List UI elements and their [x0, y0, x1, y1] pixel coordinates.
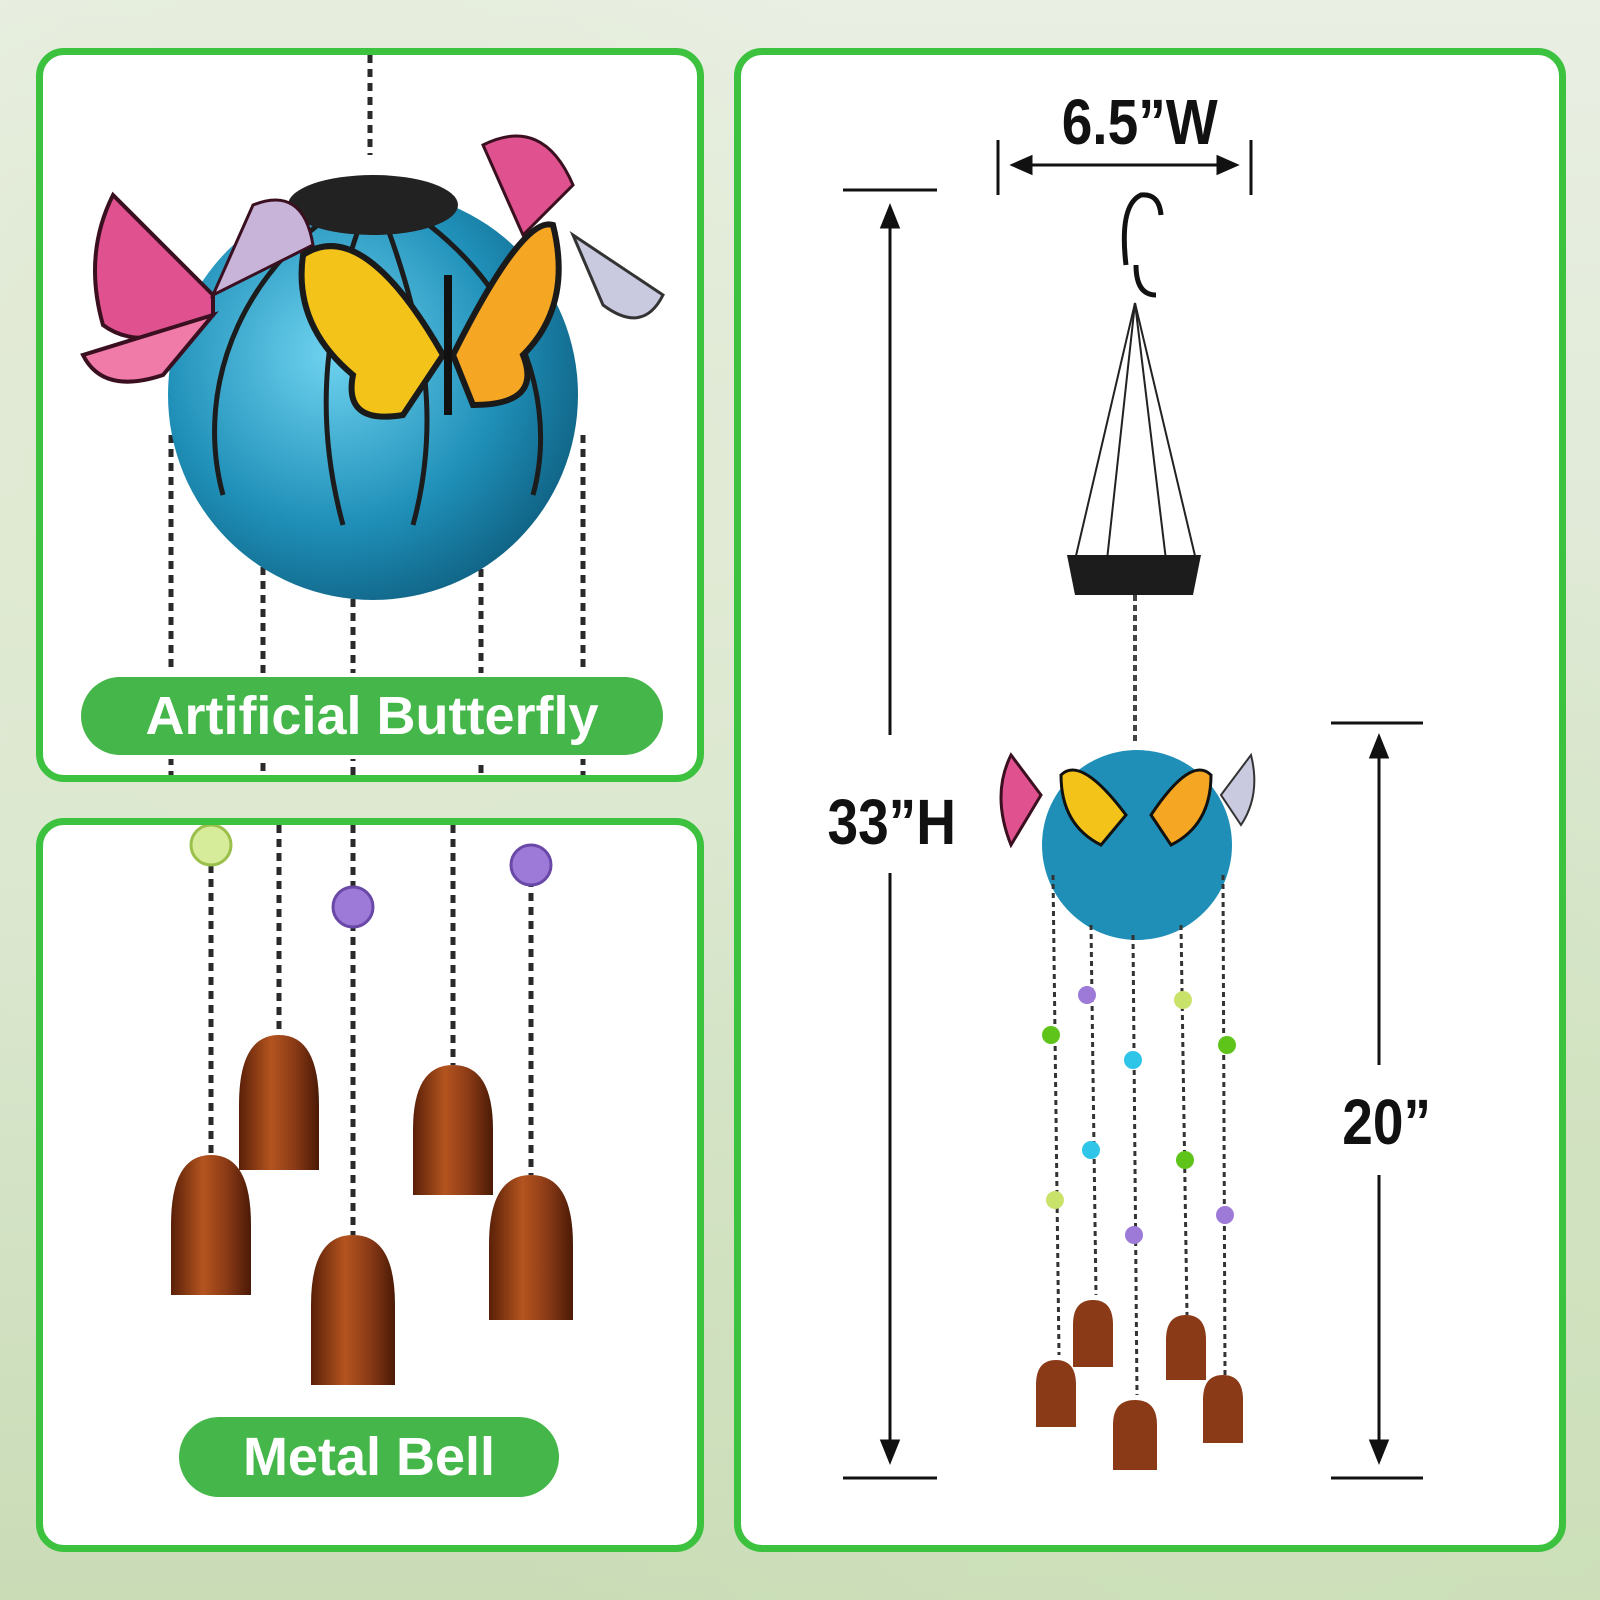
metal-bell-label: Metal Bell	[179, 1417, 559, 1497]
metal-bell	[413, 1065, 493, 1195]
pink-butterfly	[80, 191, 315, 384]
product-dimensions-panel: 6.5”W 33”H 20”	[734, 48, 1566, 1552]
metal-bells-illustration	[171, 825, 573, 1385]
beads	[1042, 986, 1236, 1244]
height-dimension-label: 33”H	[827, 786, 956, 858]
metal-bell	[489, 1175, 573, 1320]
purple-bead	[509, 843, 553, 887]
purple-bead	[331, 885, 375, 929]
bells	[1036, 1300, 1243, 1470]
butterfly-closeup-panel: Artificial Butterfly	[36, 48, 704, 782]
butterfly-globe-illustration	[80, 55, 665, 775]
metal-bell	[311, 1235, 395, 1385]
wind-chime-product	[999, 192, 1256, 1470]
width-dimension-label: 6.5”W	[1061, 86, 1218, 158]
hanging-hook	[1133, 264, 1157, 298]
metal-bell	[171, 1155, 251, 1295]
green-bead	[189, 825, 233, 867]
dimension-lines	[843, 140, 1423, 1480]
yellow-butterfly	[298, 221, 562, 420]
right-butterfly	[481, 134, 665, 320]
metal-bell-closeup-panel: Metal Bell	[36, 818, 704, 1552]
artificial-butterfly-label: Artificial Butterfly	[81, 677, 663, 755]
metal-bell	[239, 1035, 319, 1170]
solar-panel-tray	[1067, 555, 1201, 595]
chain-length-dimension-label: 20”	[1342, 1086, 1431, 1158]
